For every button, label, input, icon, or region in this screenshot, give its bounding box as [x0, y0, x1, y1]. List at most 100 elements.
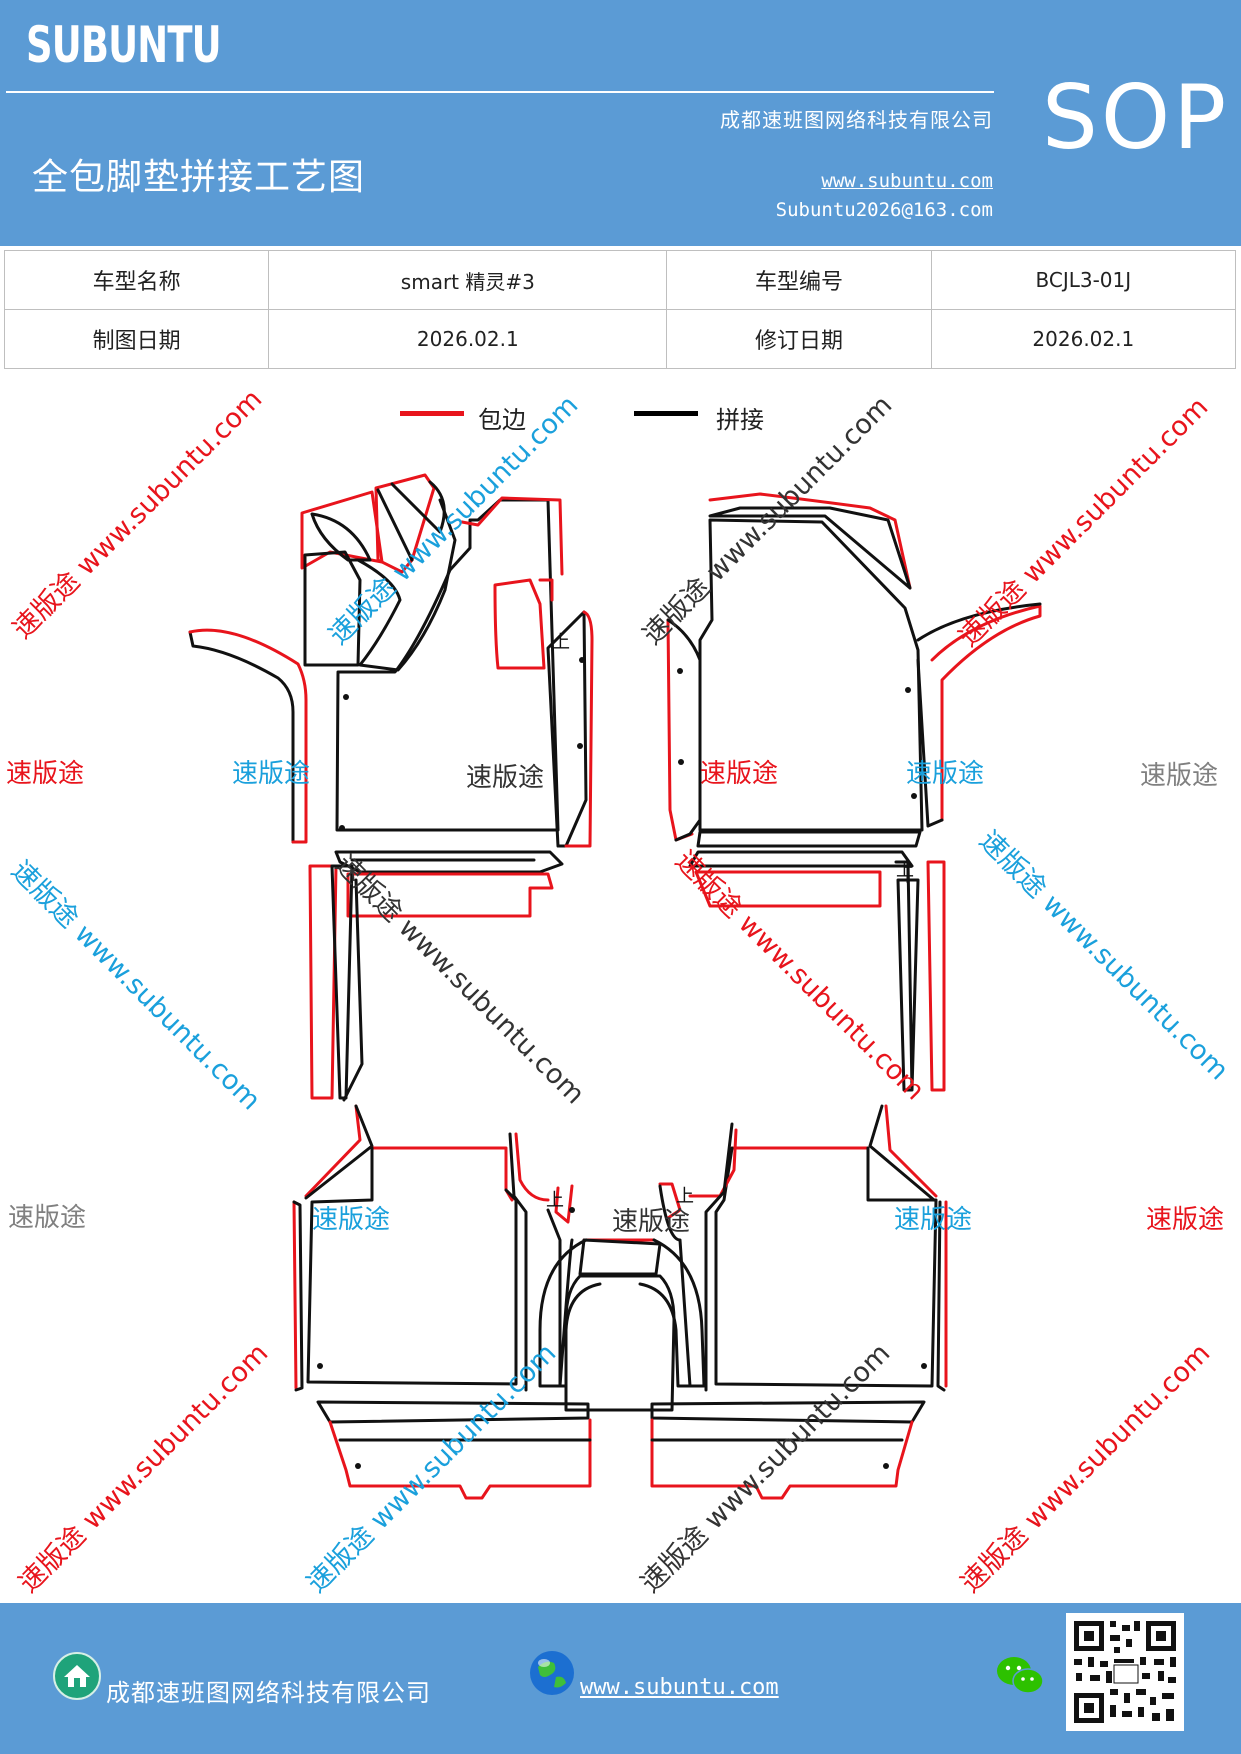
header-divider: [6, 91, 994, 93]
watermark-diagonal: 速版途 www.subuntu.com: [301, 1338, 562, 1599]
website-link[interactable]: www.subuntu.com: [821, 170, 993, 192]
mat-piece-outline: [704, 1122, 734, 1392]
watermark-brand: 速版途: [8, 1203, 86, 1233]
legend-edge: 包边: [400, 400, 550, 440]
mat-piece-outline: [546, 610, 588, 848]
watermark-diagonal: 速版途 www.subuntu.com: [953, 392, 1214, 653]
up-mark: 上: [676, 1186, 694, 1207]
mat-piece-outline: [868, 1104, 936, 1202]
mat-piece-outline: [578, 1238, 662, 1276]
footer-website-link[interactable]: www.subuntu.com: [580, 1675, 779, 1700]
mat-piece-edge: [346, 872, 554, 918]
screw-hole: [343, 694, 349, 700]
screw-hole: [317, 1363, 323, 1369]
up-mark: 上: [546, 1190, 564, 1211]
mat-piece-outline: [916, 602, 1042, 828]
watermark-brand: 速版途: [894, 1205, 972, 1235]
mat-piece-outline: [564, 1274, 676, 1412]
screw-hole: [921, 1363, 927, 1369]
table-row: 制图日期 2026.02.1 修订日期 2026.02.1: [3, 309, 1237, 369]
up-mark: 上: [896, 860, 914, 881]
screw-hole: [911, 793, 917, 799]
legend-join: 拼接: [634, 400, 784, 440]
company-name: 成都速班图网络科技有限公司: [720, 108, 993, 132]
email-address: Subuntu2026@163.com: [775, 199, 993, 221]
legend-edge-swatch: [400, 411, 464, 416]
brand-logo: SUBUNTU: [26, 16, 222, 74]
info-table: 车型名称 smart 精灵#3 车型编号 BCJL3-01J 制图日期 2026…: [3, 250, 1237, 369]
globe-icon: [530, 1651, 574, 1695]
watermark-brand: 速版途: [1146, 1205, 1224, 1235]
mat-piece-edge: [658, 1182, 682, 1220]
legend-join-swatch: [634, 411, 698, 416]
screw-hole: [355, 1463, 361, 1469]
page-title: 全包脚垫拼接工艺图: [32, 157, 366, 198]
mat-piece-edge: [300, 490, 384, 570]
screw-hole: [677, 668, 683, 674]
mat-piece-outline: [936, 1200, 946, 1392]
watermark-brand: 速版途: [466, 763, 544, 793]
screw-hole: [905, 687, 911, 693]
mat-piece-edge: [688, 1128, 738, 1198]
mat-piece-edge: [370, 1146, 514, 1202]
watermark-diagonal: 速版途 www.subuntu.com: [669, 845, 930, 1106]
model-name-label: 车型名称: [3, 250, 270, 310]
mat-piece-outline: [714, 1146, 938, 1388]
mat-piece-outline: [894, 860, 910, 884]
mat-piece-outline: [688, 850, 914, 868]
mat-piece-outline: [638, 1238, 706, 1388]
draw-date-label: 制图日期: [3, 309, 270, 369]
mat-piece-outline: [292, 1200, 304, 1392]
model-name-value: smart 精灵#3: [268, 250, 668, 310]
screw-hole: [569, 1207, 575, 1213]
mat-piece-outline: [508, 1132, 528, 1392]
mat-piece-edge: [666, 618, 694, 842]
mat-piece-outline: [658, 1184, 692, 1388]
screw-hole: [678, 759, 684, 765]
watermark-brand: 速版途: [612, 1207, 690, 1237]
screw-hole: [883, 1463, 889, 1469]
mat-piece-edge: [493, 578, 546, 670]
mat-piece-edge: [930, 604, 1042, 822]
watermark-brand: 速版途: [232, 759, 310, 789]
mat-piece-edge: [650, 1418, 914, 1500]
watermark-brand: 速版途: [312, 1205, 390, 1235]
mat-piece-outline: [330, 864, 364, 1102]
footer-company: 成都速班图网络科技有限公司: [106, 1679, 431, 1707]
legend-edge-label: 包边: [478, 406, 526, 434]
mat-piece-edge: [926, 860, 946, 1092]
watermark-diagonal: 速版途 www.subuntu.com: [13, 1338, 274, 1599]
mat-piece-edge: [538, 578, 554, 602]
mat-piece-outline: [335, 498, 560, 832]
watermark-diagonal: 速版途 www.subuntu.com: [323, 390, 584, 651]
model-code-label: 车型编号: [666, 250, 932, 310]
mat-piece-edge: [694, 870, 882, 908]
mat-piece-outline: [188, 630, 295, 844]
watermark-brand: 速版途: [700, 759, 778, 789]
screw-hole: [339, 825, 345, 831]
mat-piece-outline: [696, 830, 922, 848]
mat-piece-edge: [554, 1184, 574, 1224]
watermark-layer: 速版途 速版途 速版途 速版途 速版途 速版途 速版途 速版途 速版途 速版途 …: [6, 759, 1224, 1237]
wechat-icon: [997, 1657, 1044, 1694]
mat-piece-outline: [896, 860, 920, 1092]
mat-piece-edge: [460, 496, 564, 576]
mat-piece-edge: [884, 1104, 938, 1198]
mat-piece-edge: [708, 492, 912, 590]
mat-piece-edge: [514, 1132, 550, 1202]
mat-piece-outline: [698, 518, 924, 832]
screw-hole: [579, 657, 585, 663]
mat-piece-outline: [708, 506, 912, 590]
sop-badge: SOP: [1042, 66, 1230, 169]
mat-piece-outline: [538, 1238, 602, 1388]
mat-piece-outline: [650, 1400, 926, 1424]
qr-code-icon[interactable]: [1066, 1613, 1184, 1731]
mat-piece-edge: [188, 628, 308, 844]
screw-hole: [577, 743, 583, 749]
mat-piece-edge: [304, 1104, 362, 1198]
draw-date-value: 2026.02.1: [268, 309, 668, 369]
mat-piece-outline: [334, 850, 564, 874]
watermark-brand: 速版途: [6, 759, 84, 789]
mat-piece-edge: [328, 1418, 592, 1500]
